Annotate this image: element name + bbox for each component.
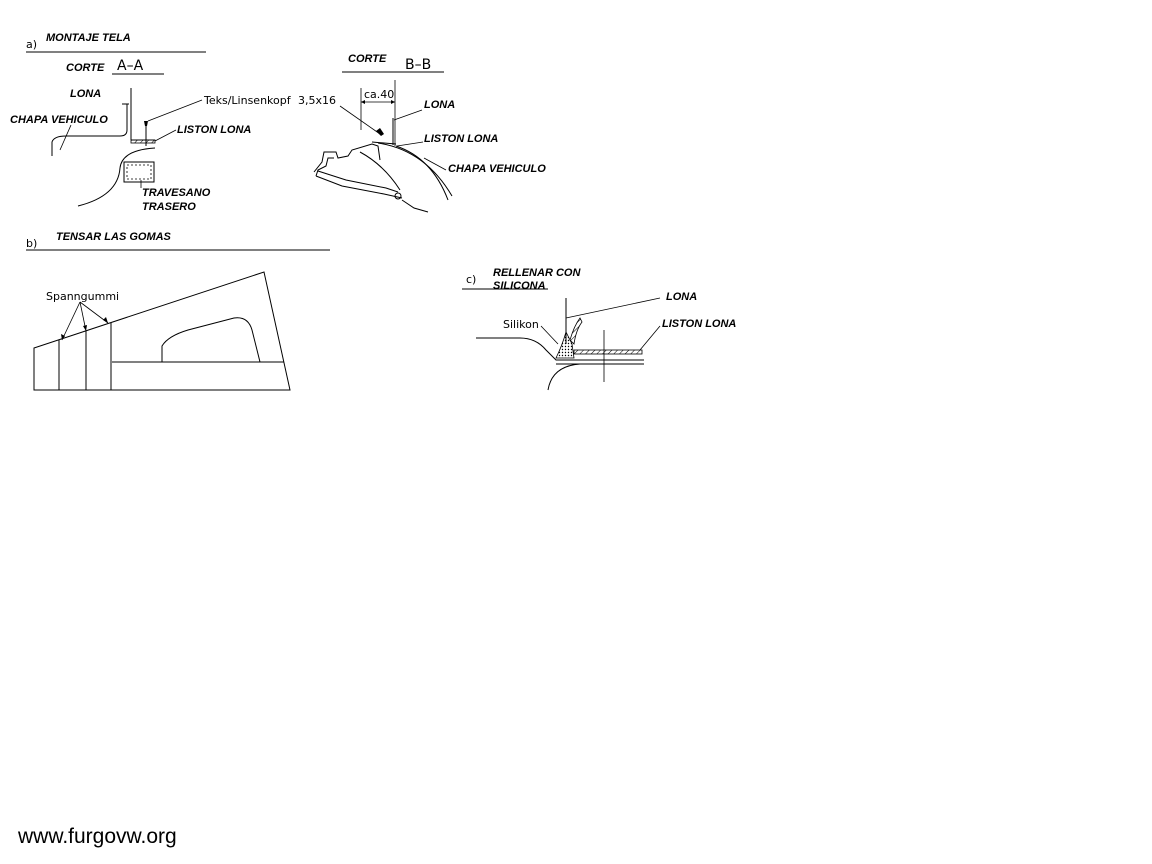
section-c-title-2: SILICONA	[493, 280, 546, 292]
label-liston-c: LISTON LONA	[662, 318, 736, 330]
label-spanngummi: Spanngummi	[46, 290, 119, 303]
label-screw-size: 3,5x16	[298, 94, 336, 107]
label-lona-a: LONA	[70, 88, 101, 100]
label-liston-a: LISTON LONA	[177, 124, 251, 136]
section-b-title: TENSAR LAS GOMAS	[56, 231, 172, 243]
section-b-letter: b)	[26, 237, 37, 250]
drawing-tensar	[33, 271, 291, 391]
label-travesano-1: TRAVESANO	[142, 187, 211, 199]
label-silikon: Silikon	[503, 318, 539, 331]
section-a-letter: a)	[26, 38, 37, 51]
section-a: a) MONTAJE TELA CORTE A–A LONA CHAPA VEH…	[10, 32, 292, 213]
label-chapa-a: CHAPA VEHICULO	[10, 114, 108, 126]
section-c-title-1: RELLENAR CON	[493, 267, 581, 279]
drawing-cut-bb	[313, 80, 453, 213]
section-a-title: MONTAJE TELA	[46, 32, 131, 44]
watermark: www.furgovw.org	[17, 825, 177, 848]
label-liston-bb: LISTON LONA	[424, 133, 498, 145]
section-bb: CORTE B–B 3,5x16 ca.40 LONA LISTON LONA …	[298, 53, 546, 213]
cut-aa-name: A–A	[117, 58, 144, 74]
section-b: b) TENSAR LAS GOMAS Spanngummi	[26, 231, 330, 391]
section-c-letter: c)	[466, 273, 476, 286]
label-travesano-2: TRASERO	[142, 201, 196, 213]
section-c: c) RELLENAR CON SILICONA Silikon LONA LI…	[462, 267, 736, 391]
cut-bb-name: B–B	[405, 57, 431, 73]
label-lona-bb: LONA	[424, 99, 455, 111]
label-dimension: ca.40	[364, 88, 394, 101]
label-chapa-bb: CHAPA VEHICULO	[448, 163, 546, 175]
cut-bb-label: CORTE	[348, 53, 387, 65]
label-lona-c: LONA	[666, 291, 697, 303]
drawing-silicona	[476, 297, 661, 391]
cut-aa-label: CORTE	[66, 62, 105, 74]
drawing-cut-aa	[51, 88, 203, 207]
label-screw-a: Teks/Linsenkopf	[203, 94, 292, 107]
